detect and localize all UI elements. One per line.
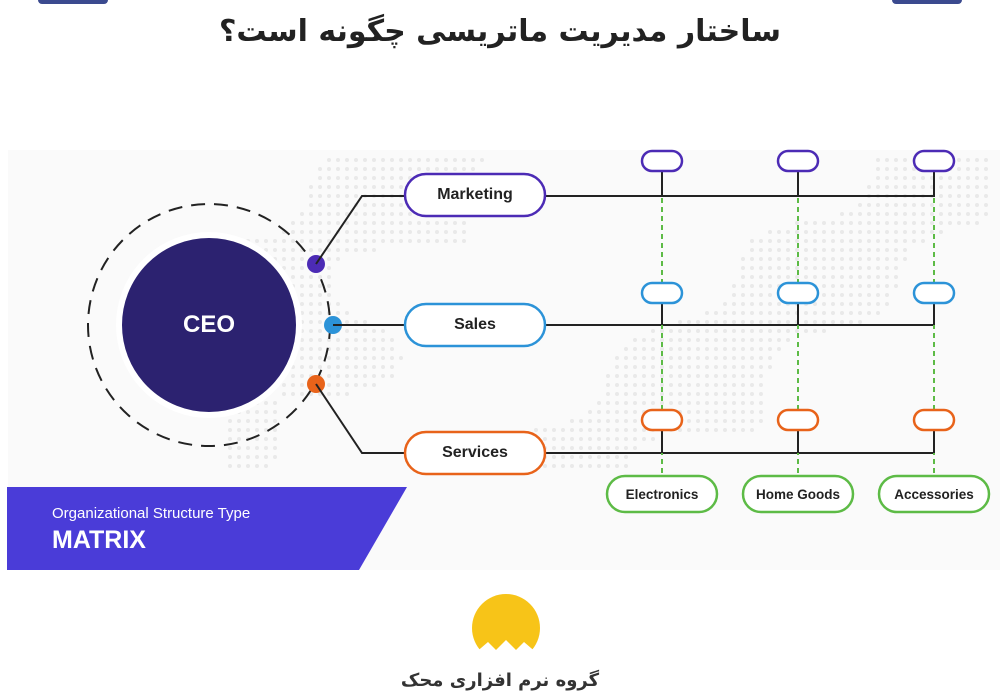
sales-accessories-node <box>912 281 956 305</box>
accessories-pill <box>877 474 991 514</box>
ceo-node <box>116 232 302 418</box>
marketing-accessories-node <box>912 149 956 173</box>
marketing-home-goods-node <box>776 149 820 173</box>
accessories-label: Accessories <box>894 486 974 502</box>
services-accessories-node <box>912 408 956 432</box>
marketing-electronics-node <box>640 149 684 173</box>
page-title: ساختار مدیریت ماتریسی چگونه است؟ <box>219 14 781 49</box>
home-goods-label: Home Goods <box>755 486 840 502</box>
services-home-goods-node <box>776 408 820 432</box>
services-label: Services <box>442 444 508 461</box>
home-goods-pill <box>741 474 855 514</box>
structure-type-banner <box>7 487 407 570</box>
marketing-label: Marketing <box>437 186 513 203</box>
services-pill <box>403 430 547 476</box>
sales-pill <box>403 302 547 348</box>
services-connector-line <box>315 383 405 454</box>
sales-electronics-node <box>640 281 684 305</box>
ceo-label: CEO <box>182 311 235 338</box>
marketing-pill <box>403 172 547 218</box>
electronics-label: Electronics <box>625 486 699 502</box>
banner-subtitle: Organizational Structure Type <box>52 505 251 522</box>
top-left-decoration <box>38 0 108 4</box>
sun-logo-icon <box>472 594 540 666</box>
top-right-decoration <box>892 0 962 4</box>
company-name: گروه نرم افزاری محک <box>400 670 600 691</box>
electronics-pill <box>605 474 719 514</box>
marketing-connector-line <box>315 195 405 265</box>
banner-title: MATRIX <box>52 526 146 554</box>
sales-home-goods-node <box>776 281 820 305</box>
services-electronics-node <box>640 408 684 432</box>
sales-label: Sales <box>454 316 496 333</box>
